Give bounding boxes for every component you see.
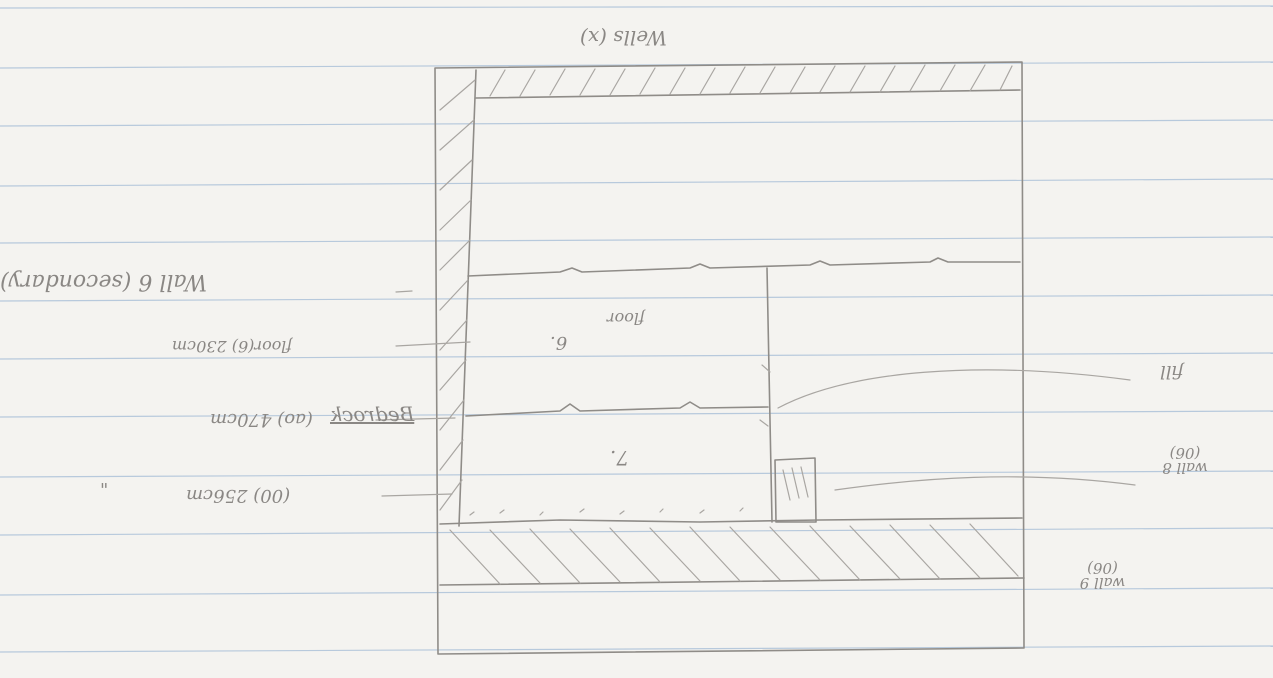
partition-wall: [760, 268, 772, 522]
top-wall-band: [476, 65, 1020, 98]
left-wall: [440, 70, 476, 526]
ruled-lines: [0, 6, 1273, 652]
floor-line: [468, 258, 1020, 276]
sketch-title: Wells (x): [580, 28, 667, 48]
label-depth-256: (00) 256cm: [186, 486, 290, 504]
leader-lines: [376, 291, 470, 496]
label-7: 7.: [610, 448, 629, 468]
label-fill: fill: [1160, 362, 1184, 380]
label-bedrock: Bedrock: [330, 404, 414, 424]
label-floor: floor: [607, 310, 645, 326]
label-wall6: Wall 6 (secondary): [0, 270, 207, 292]
label-depth-470: (ao) 470cm: [210, 410, 313, 428]
label-wall8: wall 8 (06): [1160, 445, 1210, 475]
label-wall9: wall 9 (06): [1075, 560, 1130, 590]
small-block: [775, 458, 816, 522]
bottom-wall-band: [440, 524, 1024, 585]
ground-surface: [440, 508, 1022, 524]
label-floor-depth: floor(6) 230cm: [172, 338, 292, 354]
label-6: 6.: [550, 333, 567, 351]
label-ditto: ": [100, 482, 108, 500]
